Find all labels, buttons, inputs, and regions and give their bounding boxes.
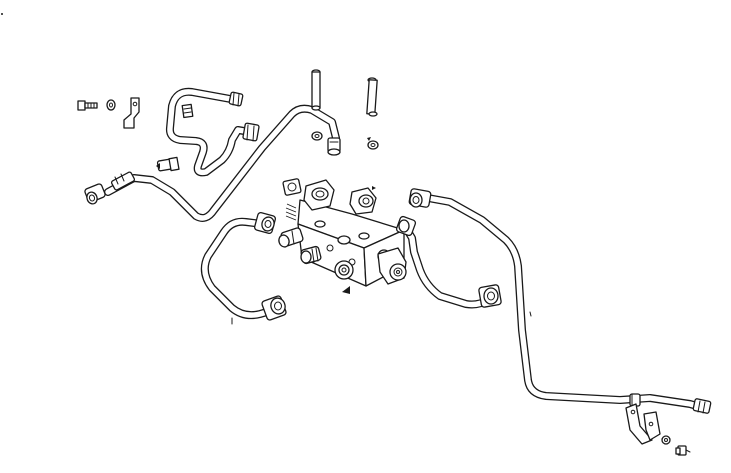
tube-fitting-long-right-end (692, 398, 712, 414)
marker-arrow-block (342, 286, 350, 294)
pin-top-left (311, 69, 321, 111)
hydraulic-tube-long-upper (104, 104, 340, 222)
tube-fitting-upper-end (327, 137, 341, 156)
mounting-bracket-lower-right (625, 403, 661, 445)
fitting-block-right-side (377, 247, 407, 285)
washer-upper-left (106, 99, 116, 111)
tube-nut-upper-left-top (228, 91, 244, 107)
hydraulic-tube-upper-left (165, 87, 254, 177)
hydraulic-tube-right-middle (402, 224, 492, 309)
fitting-block-top-left (282, 178, 302, 196)
tube-nut-left-end (84, 183, 106, 205)
fitting-block-top-right (349, 186, 377, 215)
tube-nut-right-middle-bottom (478, 284, 502, 308)
fitting-block-front-upper (278, 227, 304, 248)
fitting-block-front-lower (300, 245, 322, 265)
mounting-bracket-upper-left (123, 97, 140, 129)
fitting-block-top (303, 179, 335, 211)
fitting-block-front-center (334, 260, 354, 280)
tube-nut-right-middle-top (395, 215, 417, 237)
washer-pin-right (367, 137, 379, 150)
hydraulic-tube-lower-left (200, 217, 278, 320)
bolt-lower-right (675, 445, 691, 456)
marker-tick-right (529, 311, 532, 317)
tube-nut-long-right-top (408, 188, 432, 208)
marker-dot-left-edge (1, 13, 3, 15)
hydraulic-tube-long-right (424, 194, 708, 412)
tube-nut-upper-left-right (242, 122, 260, 142)
tube-fitting-left-end (110, 171, 136, 191)
bolt-upper-left (77, 100, 98, 111)
pin-top-right (366, 77, 378, 117)
washer-pin-left (311, 131, 323, 141)
tube-nut-lower-left-bottom (261, 295, 287, 321)
tube-nut-lower-left-top (254, 212, 276, 234)
washer-lower-right (661, 435, 671, 445)
fitting-small-left (156, 156, 180, 172)
